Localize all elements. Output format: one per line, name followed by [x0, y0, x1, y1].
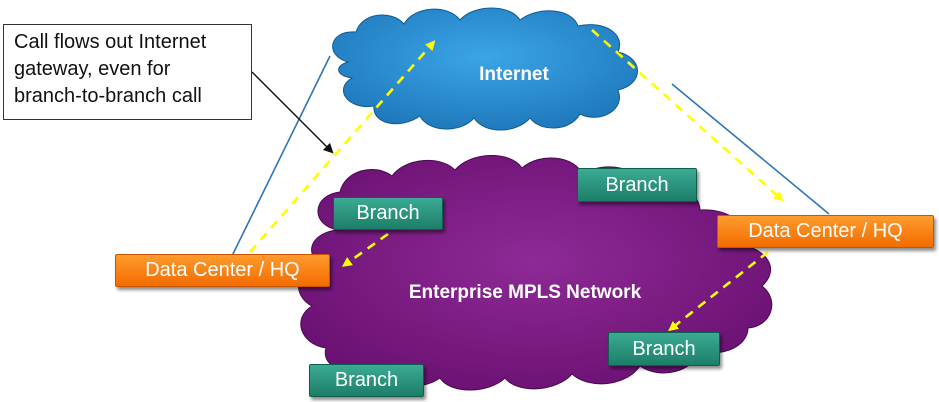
internet-label: Internet — [479, 64, 549, 85]
callout-line-3: branch-to-branch call — [14, 85, 202, 107]
uplink-right — [671, 83, 830, 215]
branch-bottom-right[interactable]: Branch — [608, 332, 720, 366]
call-path-branch-to-dc-left — [341, 232, 389, 267]
data-center-left[interactable]: Data Center / HQ — [115, 254, 330, 287]
data-center-right[interactable]: Data Center / HQ — [717, 215, 934, 248]
branch-top-left[interactable]: Branch — [333, 197, 443, 230]
callout-pointer — [251, 71, 334, 154]
callout-box: Call flows out Internet gateway, even fo… — [3, 24, 252, 120]
branch-top-right[interactable]: Branch — [577, 168, 697, 202]
branch-bottom-left[interactable]: Branch — [309, 364, 424, 397]
callout-line-1: Call flows out Internet — [14, 31, 207, 53]
uplink-left — [231, 55, 331, 257]
call-path — [249, 29, 784, 332]
internet-cloud — [332, 7, 638, 131]
mpls-label: Enterprise MPLS Network — [409, 282, 642, 303]
call-path-dc-left-to-internet — [249, 40, 436, 253]
callout-line-2: gateway, even for — [14, 58, 171, 80]
call-path-dc-right-to-branch — [668, 250, 769, 332]
call-path-internet-to-dc-right — [591, 29, 784, 202]
